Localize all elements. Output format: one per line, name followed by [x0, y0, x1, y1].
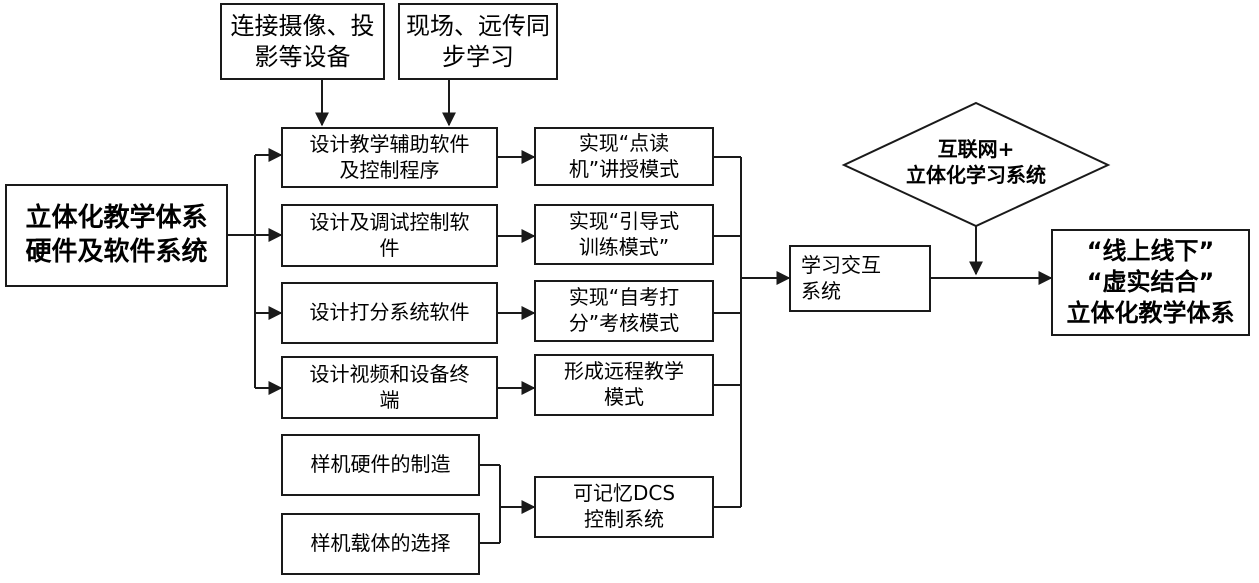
design-step-label: 设计视频和设备终 端 [309, 361, 470, 412]
mode-label: 实现“引导式 训练模式” [568, 208, 680, 259]
internet-diamond-shape [841, 101, 1111, 228]
dcs-label: 可记忆DCS 控制系统 [572, 481, 676, 531]
mode-1: 实现“点读 机”讲授模式 [534, 127, 714, 186]
mode-label: 实现“自考打 分”考核模式 [568, 285, 680, 335]
dcs-box: 可记忆DCS 控制系统 [534, 476, 714, 538]
prototype-carrier-box: 样机载体的选择 [281, 513, 480, 575]
design-step-label: 设计及调试控制软 件 [309, 209, 470, 260]
mode-4: 形成远程教学 模式 [534, 354, 714, 416]
design-step-1: 设计教学辅助软件 及控制程序 [281, 127, 498, 188]
design-step-label: 设计教学辅助软件 及控制程序 [309, 131, 470, 182]
camera-input-box: 连接摄像、投 影等设备 [220, 3, 385, 80]
design-step-4: 设计视频和设备终 端 [281, 356, 498, 419]
mode-label: 实现“点读 机”讲授模式 [568, 130, 680, 181]
mode-2: 实现“引导式 训练模式” [534, 204, 714, 265]
interaction-box: 学习交互 系统 [789, 245, 931, 312]
sync-input-box: 现场、远传同 步学习 [398, 3, 558, 80]
camera-input-label: 连接摄像、投 影等设备 [230, 11, 375, 71]
source-label: 立体化教学体系 硬件及软件系统 [25, 203, 208, 267]
prototype-hardware-box: 样机硬件的制造 [281, 434, 480, 496]
mode-label: 形成远程教学 模式 [564, 359, 684, 409]
design-step-3: 设计打分系统软件 [281, 282, 498, 344]
prototype-hardware-label: 样机硬件的制造 [310, 452, 451, 477]
design-step-label: 设计打分系统软件 [309, 300, 470, 325]
mode-3: 实现“自考打 分”考核模式 [534, 280, 714, 342]
source-box: 立体化教学体系 硬件及软件系统 [5, 184, 228, 287]
result-box: “线上线下” “虚实结合” 立体化教学体系 [1051, 229, 1250, 336]
interaction-label: 学习交互 系统 [801, 252, 881, 303]
internet-diamond-label: 互联网+ 立体化学习系统 [906, 137, 1046, 187]
sync-input-label: 现场、远传同 步学习 [406, 11, 550, 71]
result-label: “线上线下” “虚实结合” 立体化教学体系 [1066, 237, 1235, 327]
prototype-carrier-label: 样机载体的选择 [310, 531, 451, 556]
design-step-2: 设计及调试控制软 件 [281, 204, 498, 267]
